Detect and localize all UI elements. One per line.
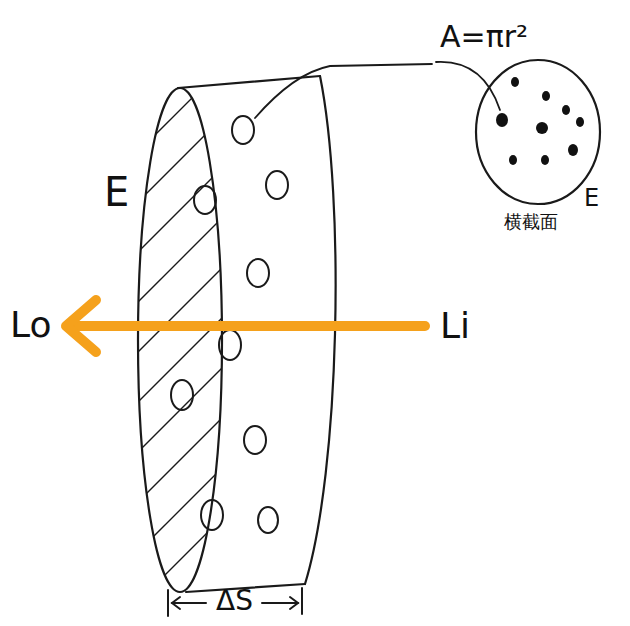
- input-label: Li: [440, 308, 470, 344]
- top-edge: [178, 76, 320, 88]
- leader-line: [255, 64, 432, 118]
- area-formula: A=πr²: [440, 22, 528, 52]
- field-label: E: [584, 186, 599, 210]
- output-label: Lo: [10, 307, 51, 343]
- dimension-bracket: [168, 588, 302, 616]
- dimension-label: ΔS: [216, 587, 253, 615]
- light-beam-arrow: [66, 300, 425, 352]
- cross-section-label: 横截面: [504, 213, 558, 231]
- face-hatching: [130, 60, 230, 610]
- cross-section-circle: [476, 60, 600, 204]
- field-label: E: [104, 172, 129, 212]
- cross-section-dots: [496, 77, 584, 165]
